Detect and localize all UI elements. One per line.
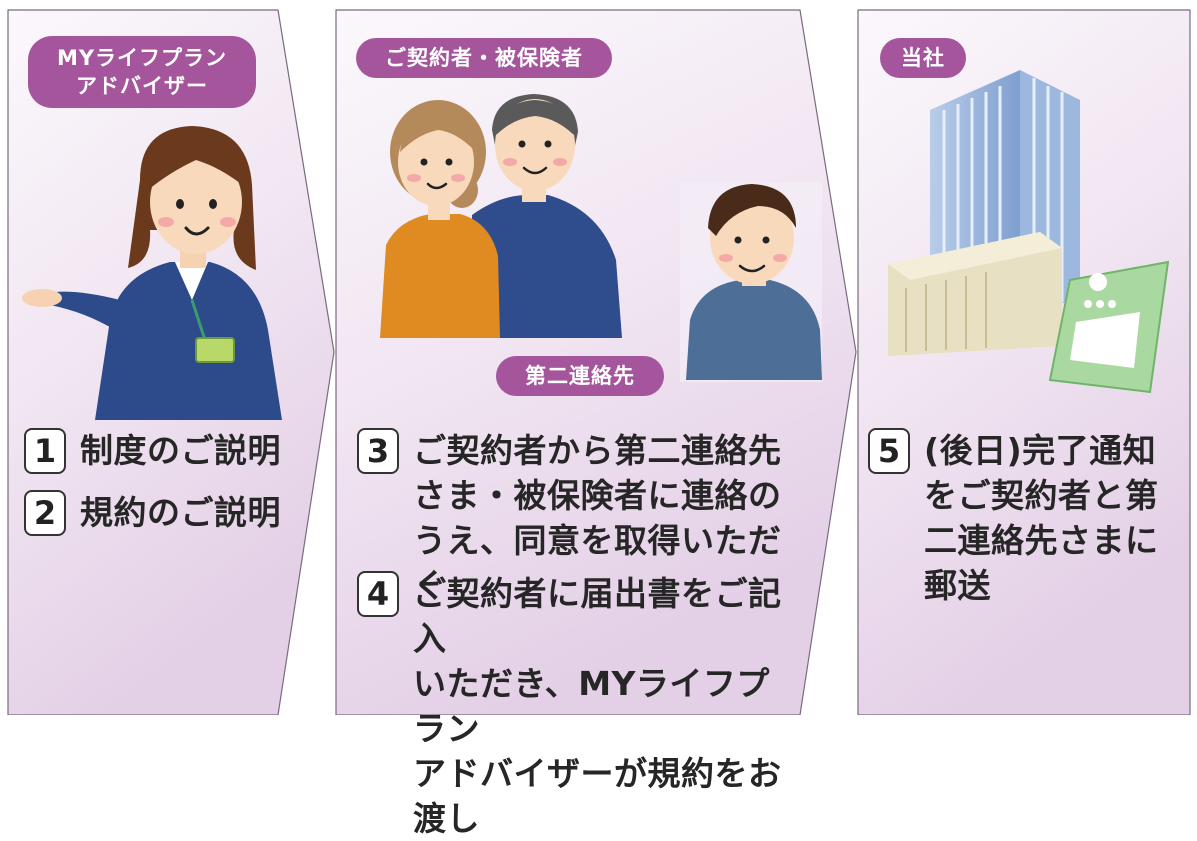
step-text: 制度のご説明 <box>80 431 281 470</box>
step-5: 5 (後日)完了通知 をご契約者と第 二連絡先さまに 郵送 <box>868 428 1197 608</box>
label-company: 当社 <box>880 38 966 78</box>
step-1: 1 制度のご説明 <box>24 428 281 474</box>
label-advisor-line1: MYライフプラン <box>56 46 228 70</box>
label-insured: ご契約者・被保険者 <box>356 38 612 78</box>
label-second-contact: 第二連絡先 <box>496 356 664 396</box>
step-3: 3 ご契約者から第二連絡先 さま・被保険者に連絡の うえ、同意を取得いただく <box>357 428 803 608</box>
notice-card-icon <box>1048 260 1170 394</box>
step-number: 2 <box>24 490 66 536</box>
step-text: (後日)完了通知 をご契約者と第 二連絡先さまに 郵送 <box>924 431 1159 605</box>
couple-illustration <box>380 94 622 338</box>
label-advisor: MYライフプラン アドバイザー <box>28 36 256 108</box>
advisor-woman-illustration <box>22 126 282 420</box>
step-2: 2 規約のご説明 <box>24 490 281 536</box>
man-illustration <box>680 182 822 382</box>
step-number: 4 <box>357 571 399 617</box>
step-text: 規約のご説明 <box>80 493 281 532</box>
flow-diagram <box>7 9 1191 715</box>
step-text: ご契約者から第二連絡先 さま・被保険者に連絡の うえ、同意を取得いただく <box>413 431 782 605</box>
label-advisor-line2: アドバイザー <box>76 74 208 98</box>
step-number: 3 <box>357 428 399 474</box>
step-number: 5 <box>868 428 910 474</box>
step-text: ご契約者に届出書をご記入 いただき、MYライフプラン アドバイザーが規約をお渡し <box>413 574 782 838</box>
office-building-icon <box>888 70 1080 356</box>
step-4: 4 ご契約者に届出書をご記入 いただき、MYライフプラン アドバイザーが規約をお… <box>357 571 803 841</box>
step-number: 1 <box>24 428 66 474</box>
